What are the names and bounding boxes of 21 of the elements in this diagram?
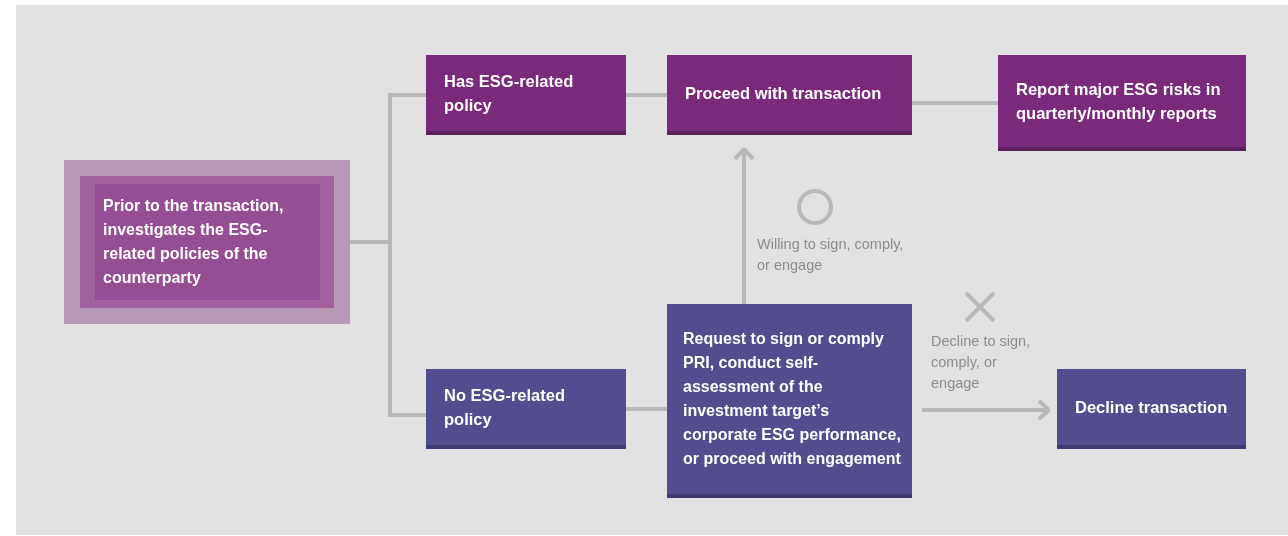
process-box — [426, 55, 626, 135]
process-box — [1057, 369, 1246, 449]
process-box — [426, 369, 626, 449]
connector-line — [626, 93, 667, 97]
box-text: Decline transaction — [1075, 397, 1228, 418]
box-text: Proceed with transaction — [685, 83, 882, 104]
connector-line — [626, 407, 667, 411]
box-text: No ESG-related policy — [444, 385, 567, 430]
arrow — [733, 147, 755, 304]
box-text: Has ESG-related policy — [444, 71, 575, 116]
edge-label: Willing to sign, comply, or engage — [757, 235, 905, 275]
edge-label: Decline to sign, comply, or engage — [931, 332, 1032, 393]
process-box — [667, 55, 912, 135]
connector-line — [912, 101, 998, 105]
box-text: Prior to the transaction, investigates the ESG-related policies of the counterparty — [103, 196, 285, 288]
process-box — [998, 55, 1246, 151]
process-box — [667, 304, 912, 498]
box-text: Report major ESG risks in quarterly/monthly reports — [1016, 79, 1222, 124]
connector-line — [350, 240, 426, 417]
arrow — [922, 399, 1051, 421]
box-text: Request to sign or comply PRI, conduct self-assessment of the investment target’s corporate ESG performance, or proceed with engagement — [683, 329, 902, 469]
